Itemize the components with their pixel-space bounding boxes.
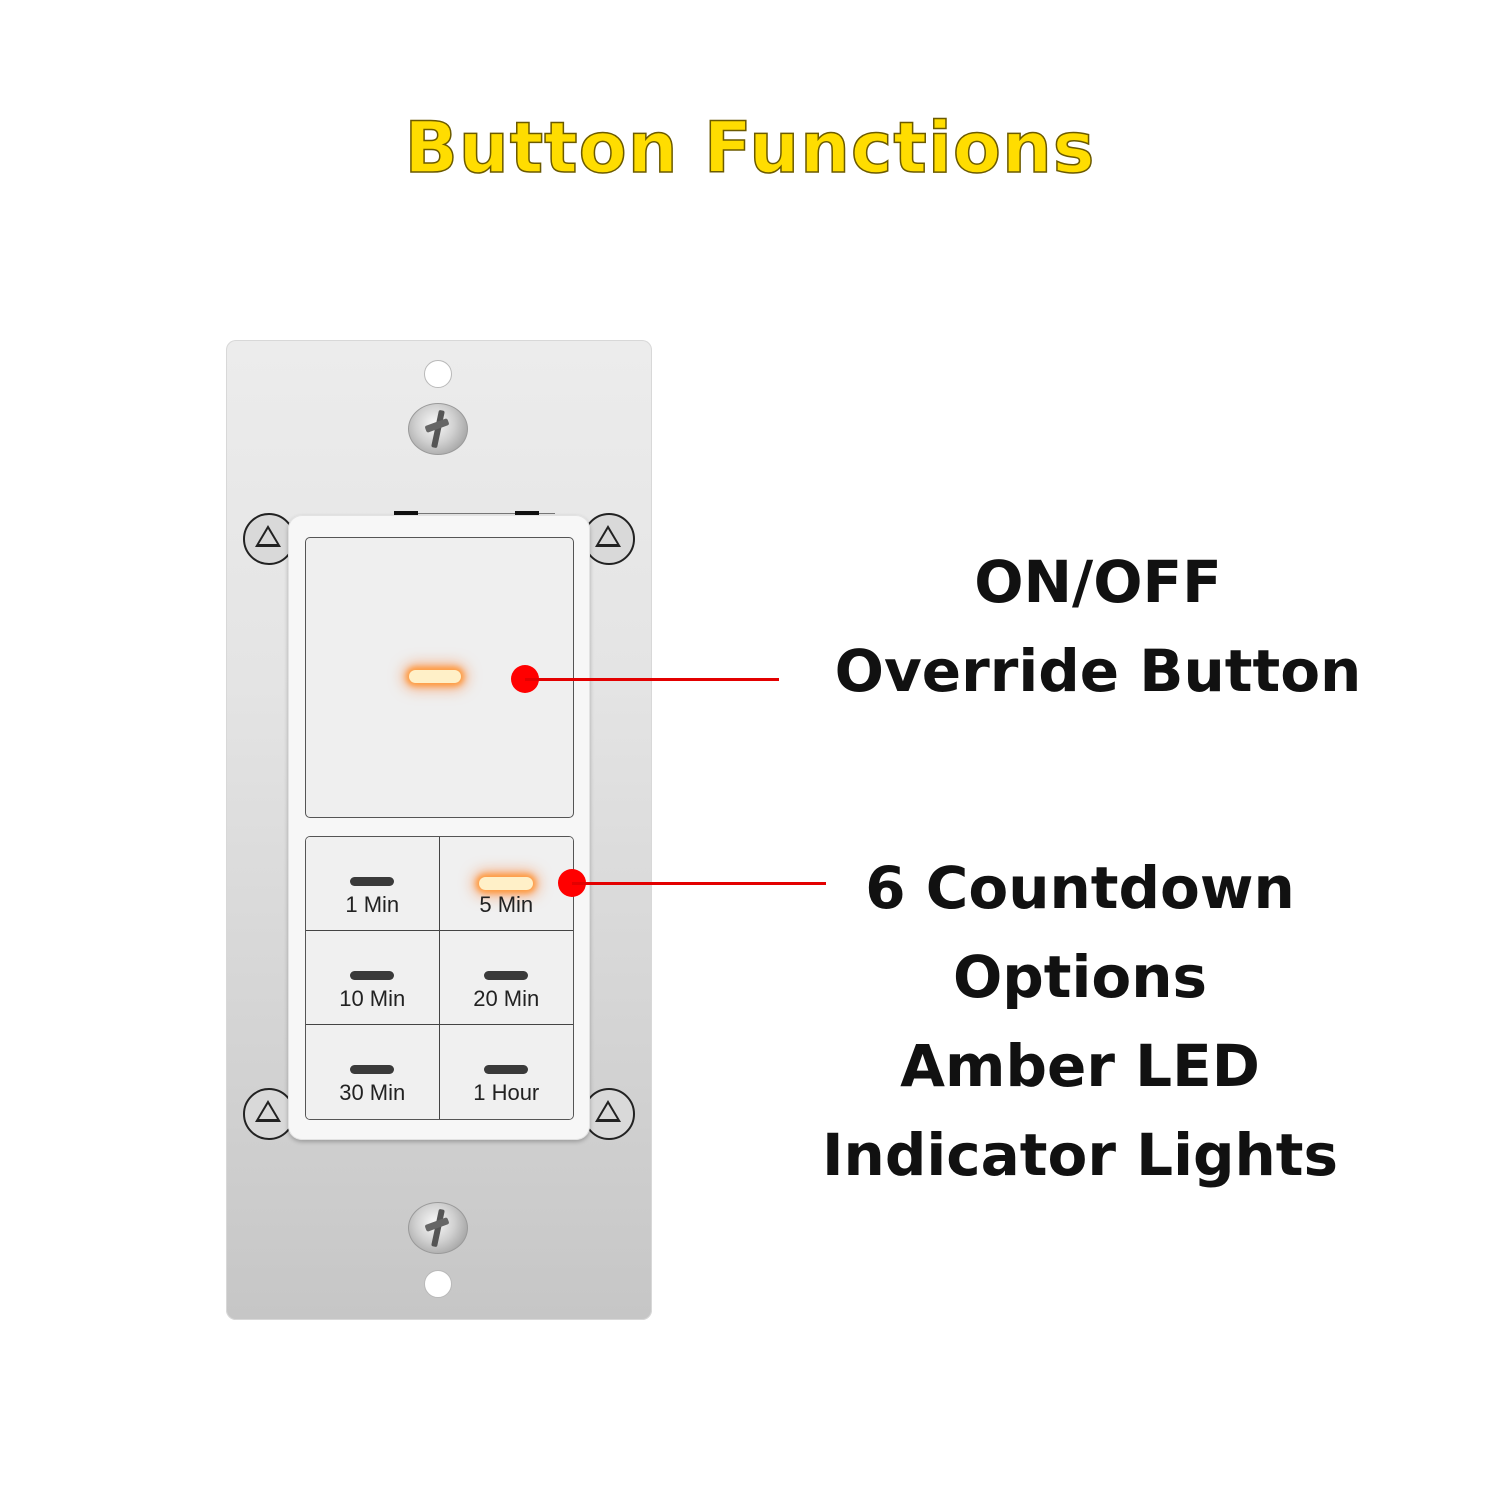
triangle-marker-icon — [243, 1088, 295, 1140]
led-indicator — [350, 971, 395, 980]
countdown-button-1-hour[interactable]: 1 Hour — [439, 1025, 573, 1119]
countdown-button-1-min[interactable]: 1 Min — [306, 837, 440, 931]
callout-line-text: Amber LED — [900, 1032, 1260, 1100]
button-label: 1 Hour — [473, 1080, 540, 1105]
countdown-button-grid: 1 Min 5 Min 10 Min 20 Min 30 Min 1 Hour — [305, 836, 574, 1120]
countdown-button-10-min[interactable]: 10 Min — [306, 931, 440, 1025]
led-indicator-active — [479, 877, 534, 890]
callout-line-text: Override Button — [834, 637, 1362, 705]
triangle-marker-icon — [583, 513, 635, 565]
countdown-button-30-min[interactable]: 30 Min — [306, 1025, 440, 1119]
bottom-mount-hole — [424, 1270, 452, 1298]
top-tab — [394, 511, 418, 517]
callout-label-override: ON/OFF Override Button — [818, 538, 1378, 716]
button-label: 30 Min — [339, 1080, 406, 1105]
button-label: 10 Min — [339, 986, 406, 1011]
callout-label-countdown: 6 Countdown Options Amber LED Indicator … — [800, 844, 1360, 1200]
top-edge — [395, 513, 555, 514]
callout-line-text: ON/OFF — [974, 548, 1222, 616]
callout-line-countdown — [572, 882, 826, 885]
triangle-marker-icon — [583, 1088, 635, 1140]
top-mount-hole — [424, 360, 452, 388]
top-screw-icon — [408, 403, 468, 455]
button-label: 5 Min — [479, 892, 534, 917]
led-indicator — [484, 971, 529, 980]
led-indicator — [484, 1065, 529, 1074]
page-title: Button Functions — [404, 107, 1096, 189]
callout-line-text: 6 Countdown — [865, 854, 1295, 922]
bottom-screw-icon — [408, 1202, 468, 1254]
countdown-button-20-min[interactable]: 20 Min — [439, 931, 573, 1025]
button-label: 1 Min — [345, 892, 400, 917]
top-tab — [515, 511, 539, 517]
callout-line-override — [525, 678, 779, 681]
override-led-indicator — [409, 670, 461, 683]
callout-line-text: Options — [952, 943, 1208, 1011]
callout-line-text: Indicator Lights — [821, 1121, 1339, 1189]
button-label: 20 Min — [473, 986, 540, 1011]
triangle-marker-icon — [243, 513, 295, 565]
led-indicator — [350, 1065, 395, 1074]
countdown-button-5-min[interactable]: 5 Min — [439, 837, 573, 931]
led-indicator — [350, 877, 395, 886]
